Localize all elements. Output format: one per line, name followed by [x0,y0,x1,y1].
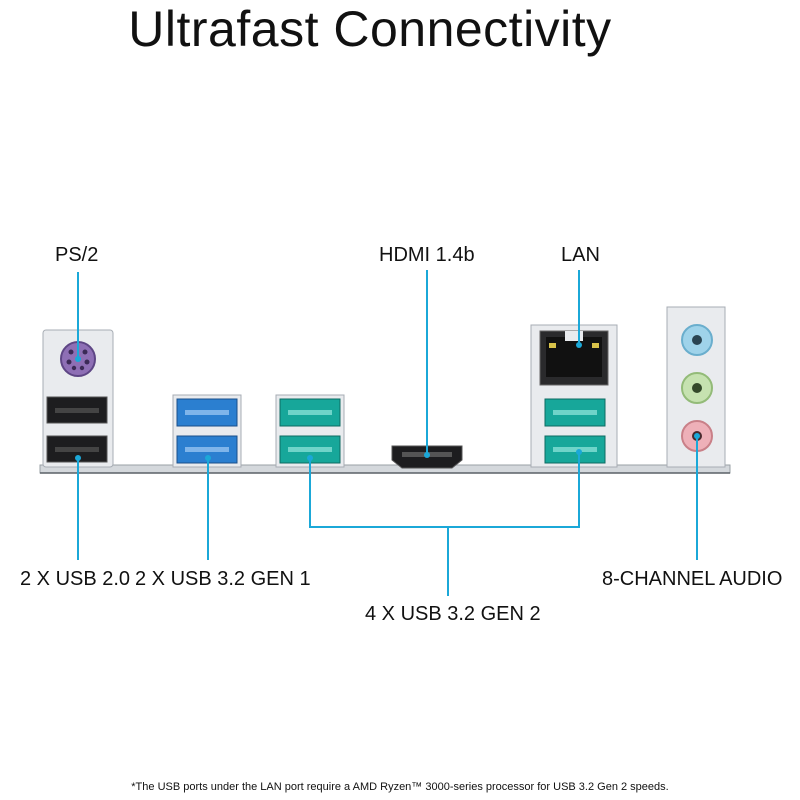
label-usb20: 2 X USB 2.0 [20,568,131,590]
lan-usb-stack [530,324,618,468]
io-shield-plate [39,464,731,474]
label-ps2: PS/2 [55,244,99,266]
leader-dots [75,342,700,461]
page-title: Ultrafast Connectivity [0,0,740,58]
label-lan: LAN [561,244,600,266]
label-usb32-gen2: 4 X USB 3.2 GEN 2 [365,603,541,625]
title-text: Ultrafast Connectivity [128,1,612,57]
label-hdmi: HDMI 1.4b [379,244,475,266]
leader-lines [77,270,698,596]
footnote: *The USB ports under the LAN port requir… [131,781,669,793]
usb32-gen1-stack [172,394,242,468]
label-audio: 8-CHANNEL AUDIO [602,568,783,590]
label-usb32-gen1: 2 X USB 3.2 GEN 1 [135,568,311,590]
ps2-usb20-stack [42,329,114,468]
